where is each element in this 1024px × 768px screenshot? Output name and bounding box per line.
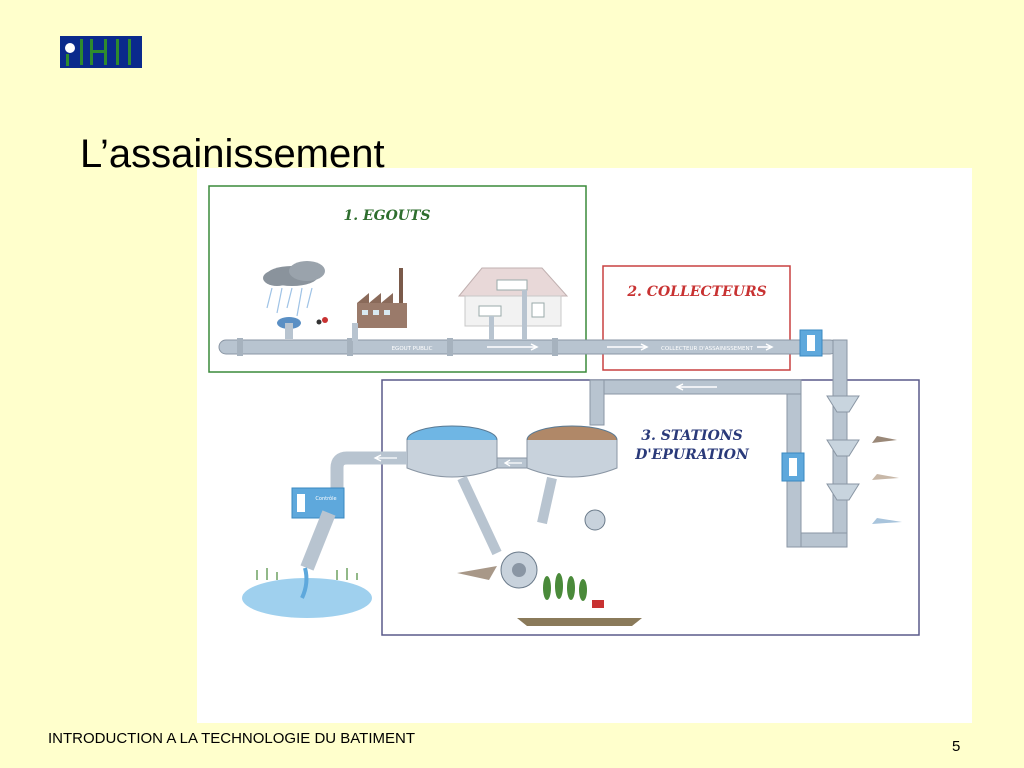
egouts-frame <box>208 185 587 373</box>
house-icon <box>457 267 569 340</box>
stations-label-line2: D'EPURATION <box>634 447 750 463</box>
footer-text: INTRODUCTION A LA TECHNOLOGIE DU BATIMEN… <box>48 730 415 747</box>
sludge-tank-icon <box>526 425 618 478</box>
sanitation-diagram: 1. EGOUTS 2. COLLECTEURS 3. STATIONS D'E… <box>197 168 972 723</box>
collecteur-label: COLLECTEUR D'ASSAINISSEMENT <box>661 346 754 352</box>
factory-icon <box>316 268 407 341</box>
page-number: 5 <box>952 738 961 755</box>
control-icon-top <box>799 329 823 357</box>
collecteurs-label: 2. COLLECTEURS <box>626 284 766 300</box>
collecteurs-frame <box>602 265 791 371</box>
sludge-press-icon <box>500 509 606 589</box>
controle-label: Contrôle <box>315 495 336 502</box>
main-pipe-arrows <box>487 343 774 351</box>
control-icon-right <box>781 452 805 482</box>
logo-icon <box>60 36 142 68</box>
river-icon <box>242 567 372 618</box>
egout-public-label: EGOUT PUBLIC <box>392 346 433 352</box>
stations-label: 3. STATIONS <box>641 428 742 444</box>
filter-stack-icon <box>826 395 902 524</box>
diagram-canvas: 1. EGOUTS 2. COLLECTEURS 3. STATIONS D'E… <box>208 185 920 636</box>
rain-cloud-icon <box>263 261 325 339</box>
egouts-label: 1. EGOUTS <box>343 208 430 224</box>
logo <box>60 36 142 68</box>
bottom-right-pipe <box>796 532 848 548</box>
right-vertical-pipe <box>832 339 848 537</box>
sludge-pile <box>457 566 497 580</box>
clear-water-tank-icon <box>406 425 498 478</box>
field-icon <box>517 573 642 626</box>
